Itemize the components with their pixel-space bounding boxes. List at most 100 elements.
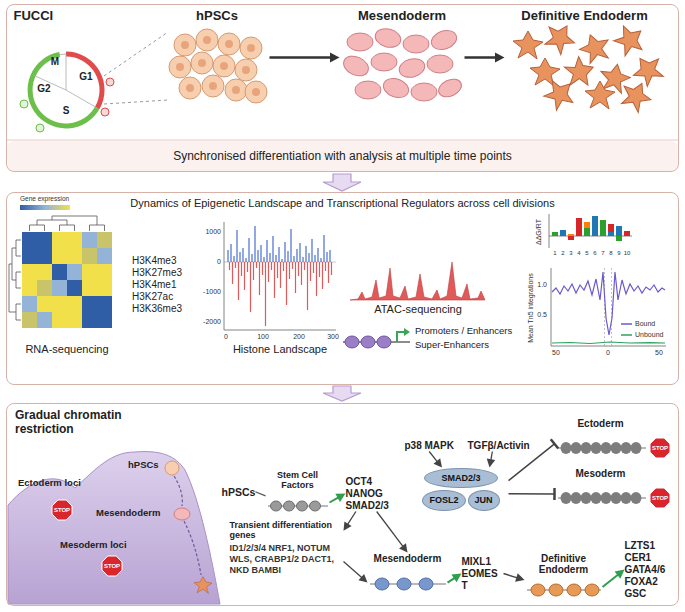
chromatin-locus: Stem Cell Factors xyxy=(266,470,330,514)
chromatin-closed xyxy=(271,501,282,511)
heatmap xyxy=(22,264,37,280)
gene-list: OCT4 NANOG SMAD2/3 xyxy=(346,476,398,512)
stem-cells xyxy=(169,56,191,78)
motif-logo xyxy=(616,236,622,241)
axis-tick: 0 xyxy=(217,258,221,265)
connector-line xyxy=(255,492,265,496)
axis-tick: 50 xyxy=(552,349,560,356)
legend-text: Unbound xyxy=(635,331,663,338)
stage-label: hPSCs xyxy=(196,8,238,24)
arrow-connector xyxy=(344,512,356,531)
chromatin-closed xyxy=(591,492,602,504)
atac-peaks xyxy=(350,262,485,300)
chromatin-open xyxy=(531,584,545,596)
stem-cell-nuclei xyxy=(242,66,250,74)
axis-tick: 0.5 xyxy=(537,311,547,318)
stop-sign xyxy=(102,556,122,576)
nucleosome-illustration xyxy=(397,332,404,342)
arrowhead xyxy=(358,574,367,583)
heatmap-colorbar xyxy=(20,205,70,210)
nucleosome-illustration xyxy=(377,336,391,348)
landscape-cells xyxy=(174,508,190,520)
axis-tick: -2000 xyxy=(203,318,221,325)
cell-state: hPSCs xyxy=(222,486,256,499)
stem-cells xyxy=(196,29,218,51)
protein: SMAD2/3 xyxy=(424,468,498,489)
connector-line xyxy=(344,561,363,577)
connector-line xyxy=(330,497,339,502)
locus-label: Ectoderm xyxy=(577,418,623,430)
panel-caption: RNA-sequencing xyxy=(25,344,108,355)
chromatin-closed xyxy=(601,492,612,504)
legend-line-sample xyxy=(621,324,632,335)
motif-logo xyxy=(552,232,558,236)
mesendoderm-cells xyxy=(355,81,381,99)
stage-label: Mesendoderm xyxy=(358,8,446,24)
stop-sign-text: STOP xyxy=(104,563,120,569)
endoderm-cells xyxy=(585,81,615,109)
chromatin-closed xyxy=(601,442,612,454)
locus-label: Ectoderm loci xyxy=(18,478,81,488)
heatmap xyxy=(97,280,112,296)
motif-logo xyxy=(549,214,632,248)
chromatin-locus: Ectoderm xyxy=(555,418,647,462)
locus-label: Definitive Endoderm xyxy=(525,553,603,576)
stem-cell-nuclei xyxy=(181,41,189,49)
heatmap xyxy=(37,280,52,296)
chromatin-closed xyxy=(284,501,295,511)
phase-label: M xyxy=(51,57,59,67)
mesendoderm-cells xyxy=(381,75,412,101)
stem-cell-nuclei xyxy=(209,82,217,90)
stem-cell-nuclei xyxy=(203,36,211,44)
chromatin-closed xyxy=(621,442,632,454)
chromatin-open xyxy=(585,584,599,596)
stop-sign-text: STOP xyxy=(652,495,668,501)
panel-caption: ATAC-sequencing xyxy=(374,304,462,315)
heatmap xyxy=(52,280,67,296)
axis-title: Mean Tn5 integrations xyxy=(527,273,534,343)
heatmap xyxy=(37,232,52,248)
position-number: 5 xyxy=(585,250,588,256)
chromatin-closed xyxy=(631,442,642,454)
motif-logo xyxy=(568,236,574,240)
heatmap xyxy=(97,296,112,312)
heatmap xyxy=(97,232,112,248)
mesendoderm-cells xyxy=(427,55,453,73)
chromatin-closed xyxy=(581,492,592,504)
cell-population: hPSCs xyxy=(165,8,270,108)
stem-cells xyxy=(213,55,235,77)
chromatin-open xyxy=(567,584,581,596)
axis-tick: 1000 xyxy=(205,228,221,235)
stop-sign xyxy=(650,488,670,508)
heatmap-colorbar xyxy=(20,205,70,210)
motif-logo xyxy=(584,222,590,228)
stem-cell-nuclei xyxy=(176,63,184,71)
panel-title: Dynamics of Epigenetic Landscape and Tra… xyxy=(130,197,554,210)
heatmap xyxy=(37,248,52,264)
motif-logo xyxy=(576,218,582,236)
cell-cycle-diagram: FUCCI xyxy=(14,8,118,136)
position-number: 7 xyxy=(601,250,604,256)
arrow-connector xyxy=(270,53,340,63)
cell-cycle-ring xyxy=(101,108,109,116)
position-number: 4 xyxy=(577,250,580,256)
motif-logo xyxy=(584,228,590,236)
motif-logo xyxy=(592,216,598,236)
heatmap xyxy=(52,264,67,280)
arrowhead xyxy=(495,53,505,63)
connector-line xyxy=(270,56,332,59)
chromatin-closed xyxy=(561,442,572,454)
histone-mark: H3K4me1 xyxy=(132,280,176,290)
motif-logo xyxy=(624,231,630,236)
position-number: 8 xyxy=(609,250,612,256)
heatmap xyxy=(52,248,67,264)
heatmap xyxy=(22,232,37,248)
heatmap xyxy=(82,312,97,328)
axis-tick: -1000 xyxy=(203,288,221,295)
connector-line xyxy=(429,452,437,462)
gene-list: ID1/2/3/4 NRF1, NOTUM WLS, CRABP1/2 DACT… xyxy=(230,543,344,575)
heatmap xyxy=(67,232,82,248)
heatmap xyxy=(67,312,82,328)
locus-label: Mesoderm loci xyxy=(60,540,127,550)
